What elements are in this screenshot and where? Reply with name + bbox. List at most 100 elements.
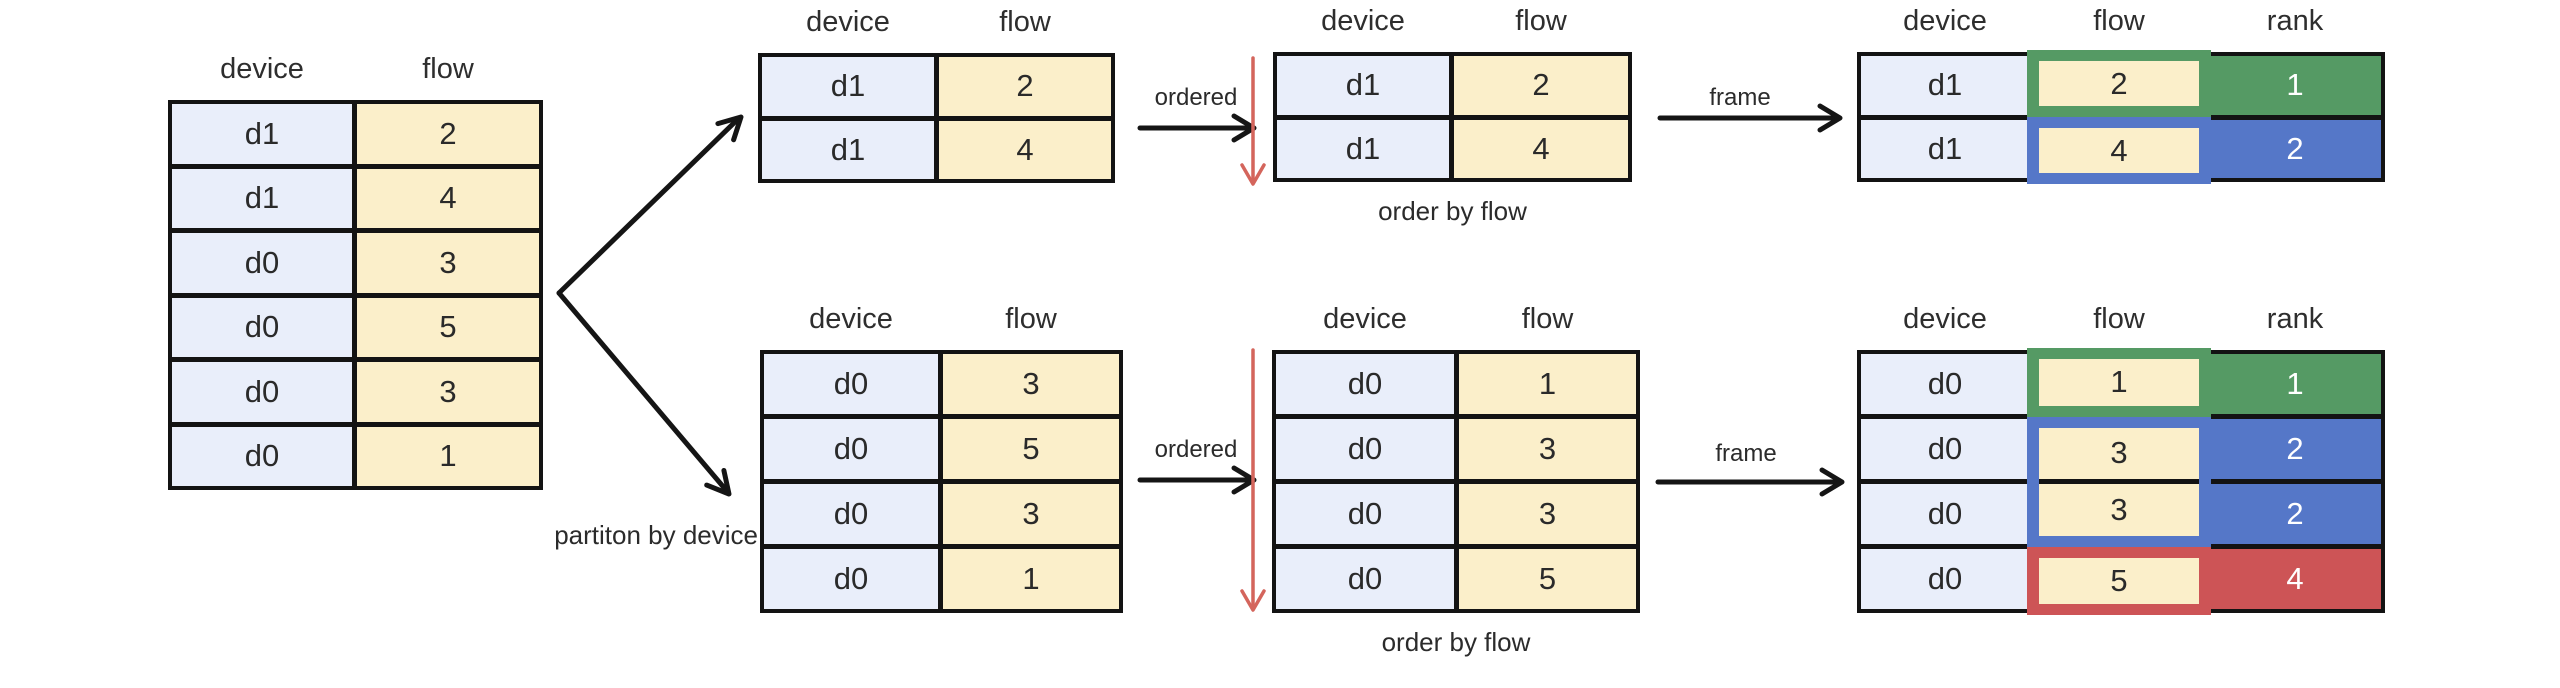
ordered-arrow-bottom [1137, 465, 1257, 495]
partition-d1-header-device: device [806, 6, 890, 38]
source-row2-flow-cell: 3 [357, 233, 539, 293]
source-row4-device-cell: d0 [172, 362, 352, 422]
partition-d1-row0-flow-cell: 2 [939, 57, 1111, 116]
source-row2-device-cell: d0 [172, 233, 352, 293]
ranked-d0-row3-rank-cell: 4 [2209, 549, 2381, 609]
partition-d1-row0-device-cell: d1 [762, 57, 934, 116]
ordered-d0-row1-device-cell: d0 [1276, 419, 1454, 479]
partition-by-device-label: partiton by device [554, 520, 758, 550]
partition-arrow-to-d1 [556, 114, 744, 296]
ordered-d1-header-device: device [1321, 5, 1405, 37]
partition-d0-row1-device-cell: d0 [764, 419, 938, 479]
order-by-arrow-top [1240, 56, 1266, 186]
ordered-d0-row2-flow-cell: 3 [1459, 484, 1636, 544]
ordered-d0-header-device: device [1323, 303, 1407, 335]
partition-d0-row0-flow-cell: 3 [943, 354, 1119, 414]
ordered-d0-row3-flow-cell: 5 [1459, 549, 1636, 609]
ordered-d1-header-flow: flow [1515, 5, 1567, 37]
partition-d1-row1-device-cell: d1 [762, 120, 934, 179]
ranked-d1-row0-flow-framed: 2 [2039, 61, 2199, 106]
ranked-d0-row0-flow-framed: 1 [2039, 359, 2199, 406]
partition-d0-row2-device-cell: d0 [764, 484, 938, 544]
order-by-arrow-bottom [1240, 348, 1266, 612]
ordered-d1-caption-order-by-flow: order by flow [1378, 196, 1527, 226]
ranked-d0-row2-flow-framed: 3 [2039, 484, 2199, 536]
ranked-d0-row1-device-cell: d0 [1861, 419, 2029, 479]
ordered-d0-caption-order-by-flow: order by flow [1381, 627, 1531, 657]
partition-d0-row3-device-cell: d0 [764, 549, 938, 609]
ranked-d0-header-device: device [1903, 303, 1987, 335]
partition-d1-header-flow: flow [999, 6, 1051, 38]
partition-d0-row3-flow-cell: 1 [943, 549, 1119, 609]
ranked-d0-header-rank: rank [2266, 303, 2324, 335]
ranked-d0-header-flow: flow [2093, 303, 2145, 335]
ordered-label-top: ordered [1154, 84, 1238, 111]
ranked-d0-frame-highlight-green: 1 [2027, 348, 2211, 417]
ordered-d0-row2-device-cell: d0 [1276, 484, 1454, 544]
partition-d0-row2-flow-cell: 3 [943, 484, 1119, 544]
source-header-flow: flow [422, 53, 474, 85]
ordered-arrow-top [1137, 113, 1257, 143]
ordered-d0-row0-device-cell: d0 [1276, 354, 1454, 414]
frame-arrow-top [1657, 103, 1843, 133]
source-row3-device-cell: d0 [172, 297, 352, 357]
ranked-d0-row2-rank-cell: 2 [2209, 484, 2381, 544]
ranked-d1-header-device: device [1903, 5, 1987, 37]
ranked-d1-row1-rank-cell: 2 [2209, 119, 2381, 178]
ranked-d1-header-rank: rank [2266, 5, 2324, 37]
ranked-d0-row3-device-cell: d0 [1861, 549, 2029, 609]
ranked-d1-row0-device-cell: d1 [1861, 56, 2029, 115]
partition-d1-row1-flow-cell: 4 [939, 120, 1111, 179]
ordered-d0-row3-device-cell: d0 [1276, 549, 1454, 609]
ranked-d1-row0-rank-cell: 1 [2209, 56, 2381, 115]
source-header-device: device [220, 53, 304, 85]
partition-arrow-to-d0 [556, 290, 732, 497]
ranked-d1-row1-device-cell: d1 [1861, 119, 2029, 178]
frame-row-divider [2039, 479, 2199, 484]
source-row3-flow-cell: 5 [357, 297, 539, 357]
ranked-d0-frame-highlight-red: 5 [2027, 546, 2211, 615]
source-row1-device-cell: d1 [172, 168, 352, 228]
ordered-d1-row1-device-cell: d1 [1277, 119, 1449, 178]
source-row0-flow-cell: 2 [357, 104, 539, 164]
partition-d0-row0-device-cell: d0 [764, 354, 938, 414]
ranked-d0-row0-rank-cell: 1 [2209, 354, 2381, 414]
frame-label-bottom: frame [1715, 440, 1777, 467]
ranked-d1-row1-flow-framed: 4 [2039, 128, 2199, 173]
ranked-d0-row1-rank-cell: 2 [2209, 419, 2381, 479]
ranked-d0-row2-device-cell: d0 [1861, 484, 2029, 544]
ordered-d1-row0-device-cell: d1 [1277, 56, 1449, 115]
ordered-d0-row1-flow-cell: 3 [1459, 419, 1636, 479]
frame-label-top: frame [1709, 84, 1771, 111]
ranked-d1-header-flow: flow [2093, 5, 2145, 37]
ranked-d0-row0-device-cell: d0 [1861, 354, 2029, 414]
source-row5-device-cell: d0 [172, 426, 352, 486]
ordered-d1-row0-flow-cell: 2 [1454, 56, 1628, 115]
source-row4-flow-cell: 3 [357, 362, 539, 422]
source-row0-device-cell: d1 [172, 104, 352, 164]
ordered-d0-header-flow: flow [1521, 303, 1574, 335]
ordered-label-bottom: ordered [1154, 436, 1238, 463]
ranked-d0-row1-flow-framed: 3 [2039, 427, 2199, 479]
ordered-d0-row0-flow-cell: 1 [1459, 354, 1636, 414]
source-row5-flow-cell: 1 [357, 426, 539, 486]
ranked-d0-row3-flow-framed: 5 [2039, 557, 2199, 604]
partition-d0-header-flow: flow [1005, 303, 1057, 335]
frame-arrow-bottom [1655, 467, 1845, 497]
ranked-d1-frame-highlight-green: 2 [2027, 50, 2211, 117]
ranked-d1-frame-highlight-blue: 4 [2027, 117, 2211, 184]
ordered-d1-row1-flow-cell: 4 [1454, 119, 1628, 178]
